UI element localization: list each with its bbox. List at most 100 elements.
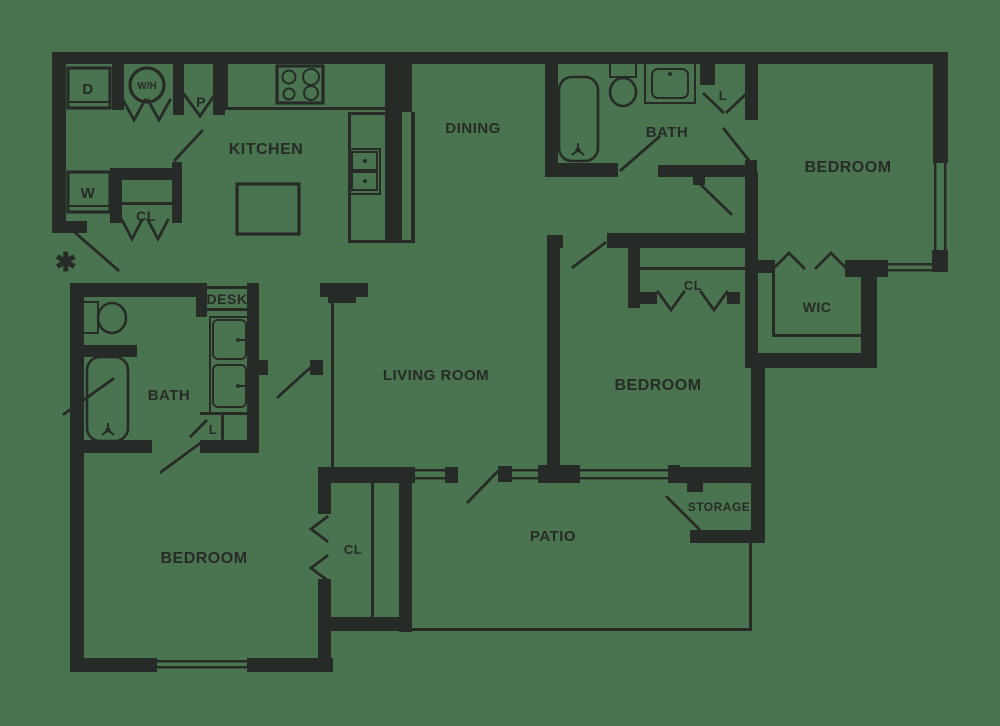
wall-segment bbox=[933, 52, 948, 163]
wall-segment bbox=[78, 345, 137, 357]
window bbox=[512, 469, 538, 472]
walls-layer bbox=[52, 52, 948, 672]
windows-layer bbox=[157, 163, 947, 669]
wall-segment bbox=[213, 52, 225, 115]
sink-upper-counter bbox=[644, 62, 696, 104]
door-swing bbox=[308, 515, 329, 543]
faucet-dot bbox=[236, 338, 240, 342]
door-swing bbox=[814, 251, 848, 270]
label-bath-upper: BATH bbox=[646, 124, 689, 141]
wall-segment bbox=[751, 368, 765, 543]
wall-segment bbox=[545, 52, 558, 173]
label-linen-lower: L bbox=[209, 422, 217, 437]
wall-segment bbox=[690, 530, 753, 543]
wall-segment bbox=[727, 292, 740, 304]
label-bath-lower: BATH bbox=[148, 387, 191, 404]
label-bedroom-top-right: BEDROOM bbox=[804, 159, 891, 176]
wall-segment bbox=[932, 250, 948, 272]
kitchen-sink-basin bbox=[351, 171, 378, 191]
bar-counter-edge bbox=[411, 112, 415, 243]
door-swing bbox=[308, 554, 329, 582]
door-swing bbox=[173, 129, 204, 162]
wall-segment bbox=[258, 360, 268, 375]
wall-segment bbox=[70, 658, 157, 672]
kitchen-island bbox=[235, 182, 301, 236]
door-swing bbox=[772, 251, 806, 270]
window bbox=[944, 163, 947, 251]
toilet-upper-bowl bbox=[608, 76, 638, 108]
window bbox=[512, 477, 538, 480]
door-swing bbox=[571, 241, 607, 269]
window bbox=[878, 263, 932, 266]
sink-upper-basin bbox=[651, 68, 689, 99]
label-storage: STORAGE bbox=[688, 500, 751, 514]
door-swing bbox=[696, 180, 733, 216]
washer-front-line bbox=[68, 205, 110, 207]
wall-segment bbox=[693, 173, 705, 185]
wall-segment bbox=[628, 235, 640, 308]
window bbox=[580, 477, 668, 480]
stove-burner bbox=[281, 69, 297, 85]
wall-segment bbox=[399, 467, 412, 632]
labels-layer: KITCHEN DINING BATH BEDROOM L P D W/H W … bbox=[55, 81, 891, 567]
wall-segment bbox=[680, 467, 752, 483]
desk-nook-line bbox=[207, 286, 247, 289]
vanity-counter bbox=[209, 316, 251, 414]
wall-segment bbox=[110, 168, 122, 223]
closet-rod-line bbox=[371, 482, 374, 617]
label-living-room: LIVING ROOM bbox=[383, 367, 489, 384]
label-closet-entry: CL bbox=[136, 208, 156, 224]
wall-segment bbox=[110, 168, 173, 180]
label-closet-bottom: CL bbox=[344, 542, 362, 557]
label-patio: PATIO bbox=[530, 528, 576, 545]
wall-segment bbox=[247, 283, 259, 453]
door-swing bbox=[181, 91, 202, 118]
wall-segment bbox=[498, 466, 512, 482]
wall-segment bbox=[445, 467, 458, 483]
kitchen-counter-edge bbox=[225, 64, 228, 110]
wall-segment bbox=[745, 172, 758, 368]
wall-segment bbox=[385, 112, 402, 243]
patio-door-swing bbox=[466, 470, 499, 504]
door-swing bbox=[198, 91, 218, 118]
label-desk: DESK bbox=[207, 291, 248, 307]
door-swing bbox=[62, 377, 115, 416]
window bbox=[415, 469, 445, 472]
water-heater-icon bbox=[128, 66, 166, 104]
wall-segment bbox=[861, 262, 877, 366]
kitchen-sink-icon bbox=[348, 148, 381, 195]
wall-segment bbox=[70, 283, 84, 672]
stove-burner bbox=[303, 85, 319, 101]
door-swing bbox=[619, 135, 661, 172]
label-bedroom-bottom-left: BEDROOM bbox=[160, 550, 247, 567]
toilet-lower-tank bbox=[82, 301, 99, 334]
peninsula-counter-edge bbox=[348, 112, 386, 115]
wall-segment bbox=[750, 353, 877, 368]
wall-segment bbox=[640, 292, 657, 304]
wic-wall-thin bbox=[772, 334, 864, 337]
wall-segment bbox=[247, 658, 333, 672]
wall-segment bbox=[700, 52, 715, 85]
entry-door-swing bbox=[70, 228, 120, 272]
label-pantry: P bbox=[196, 94, 206, 110]
window bbox=[157, 660, 247, 663]
wall-segment bbox=[328, 283, 356, 303]
kitchen-sink-basin bbox=[351, 151, 378, 171]
wic-wall-thin bbox=[772, 273, 775, 337]
wall-segment bbox=[318, 467, 415, 483]
label-bedroom-middle: BEDROOM bbox=[614, 377, 701, 394]
faucet-dot bbox=[236, 384, 240, 388]
washer-icon bbox=[66, 170, 112, 214]
label-water-heater: W/H bbox=[137, 81, 156, 92]
label-dryer: D bbox=[82, 81, 93, 98]
toilet-upper-tank bbox=[609, 62, 637, 78]
faucet-dot bbox=[363, 159, 367, 163]
fixtures-layer bbox=[66, 62, 696, 443]
faucet-dot bbox=[363, 179, 367, 183]
window bbox=[157, 666, 247, 669]
door-swing bbox=[121, 98, 147, 123]
wall-segment bbox=[173, 52, 184, 115]
label-dining: DINING bbox=[445, 120, 501, 137]
